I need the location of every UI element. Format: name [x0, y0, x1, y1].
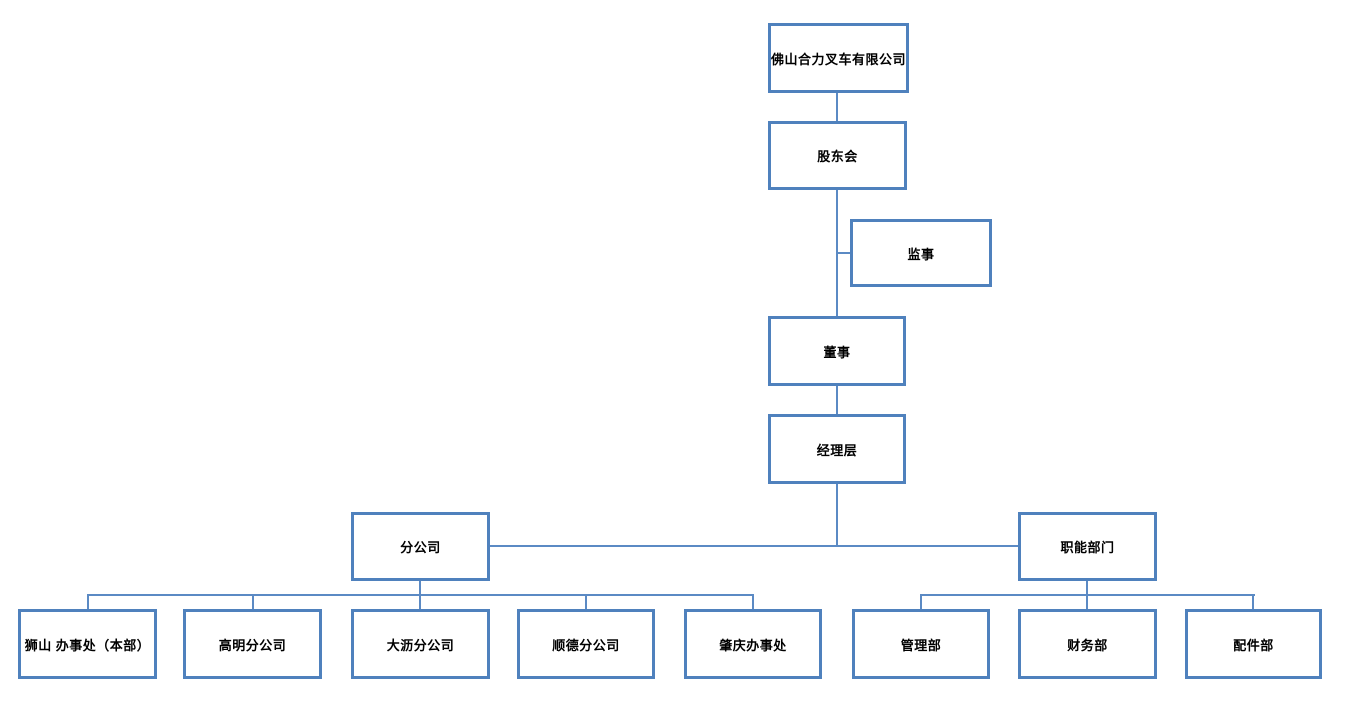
connector-branch-down: [419, 581, 421, 596]
connector-stub-management-dept: [920, 594, 922, 609]
node-label: 肇庆办事处: [719, 637, 787, 653]
connector-to-supervisor: [837, 252, 851, 254]
node-finance-dept: 财务部: [1018, 609, 1157, 679]
node-dali-branch: 大沥分公司: [351, 609, 490, 679]
node-shareholders-meeting: 股东会: [768, 121, 907, 190]
connector-management-to-junction: [836, 484, 838, 547]
connector-stub-parts-dept: [1252, 594, 1254, 609]
connector-stub-finance-dept: [1086, 594, 1088, 609]
node-label: 监事: [907, 246, 935, 262]
node-label: 经理层: [816, 442, 858, 458]
node-label: 顺德分公司: [552, 637, 620, 653]
node-label: 配件部: [1233, 637, 1274, 653]
node-parts-dept: 配件部: [1185, 609, 1322, 679]
connector-stub-shunde: [585, 594, 587, 609]
node-label: 狮山 办事处（本部）: [24, 637, 151, 653]
node-management-dept: 管理部: [852, 609, 990, 679]
node-label: 高明分公司: [218, 637, 287, 653]
node-label: 管理部: [900, 637, 942, 653]
node-label: 分公司: [400, 540, 441, 555]
node-director: 董事: [768, 316, 906, 386]
node-label: 财务部: [1067, 637, 1108, 653]
connector-stub-gaoming: [252, 594, 254, 609]
node-shunde-branch: 顺德分公司: [517, 609, 655, 679]
connector-functional-down: [1086, 581, 1088, 596]
connector-stub-shishan: [87, 594, 89, 609]
node-branch-division: 分公司: [351, 512, 490, 581]
node-label: 董事: [823, 344, 851, 360]
node-management-level: 经理层: [768, 414, 906, 484]
node-company-root: 佛山合力叉车有限公司: [768, 23, 909, 93]
node-label: 股东会: [817, 149, 858, 164]
node-shishan-office: 狮山 办事处（本部）: [18, 609, 157, 679]
node-supervisor: 监事: [850, 219, 992, 287]
node-label: 佛山合力叉车有限公司: [771, 51, 907, 67]
node-gaoming-branch: 高明分公司: [183, 609, 322, 679]
connector-stub-zhaoqing: [752, 594, 754, 609]
node-zhaoqing-office: 肇庆办事处: [684, 609, 822, 679]
connector-root-to-shareholders: [836, 93, 838, 121]
node-label: 大沥分公司: [386, 637, 455, 653]
connector-stub-dali: [419, 594, 421, 609]
connector-junction-branch-functional: [490, 545, 1018, 547]
connector-director-to-management: [836, 386, 838, 414]
node-functional-division: 职能部门: [1018, 512, 1157, 581]
node-label: 职能部门: [1060, 540, 1115, 555]
